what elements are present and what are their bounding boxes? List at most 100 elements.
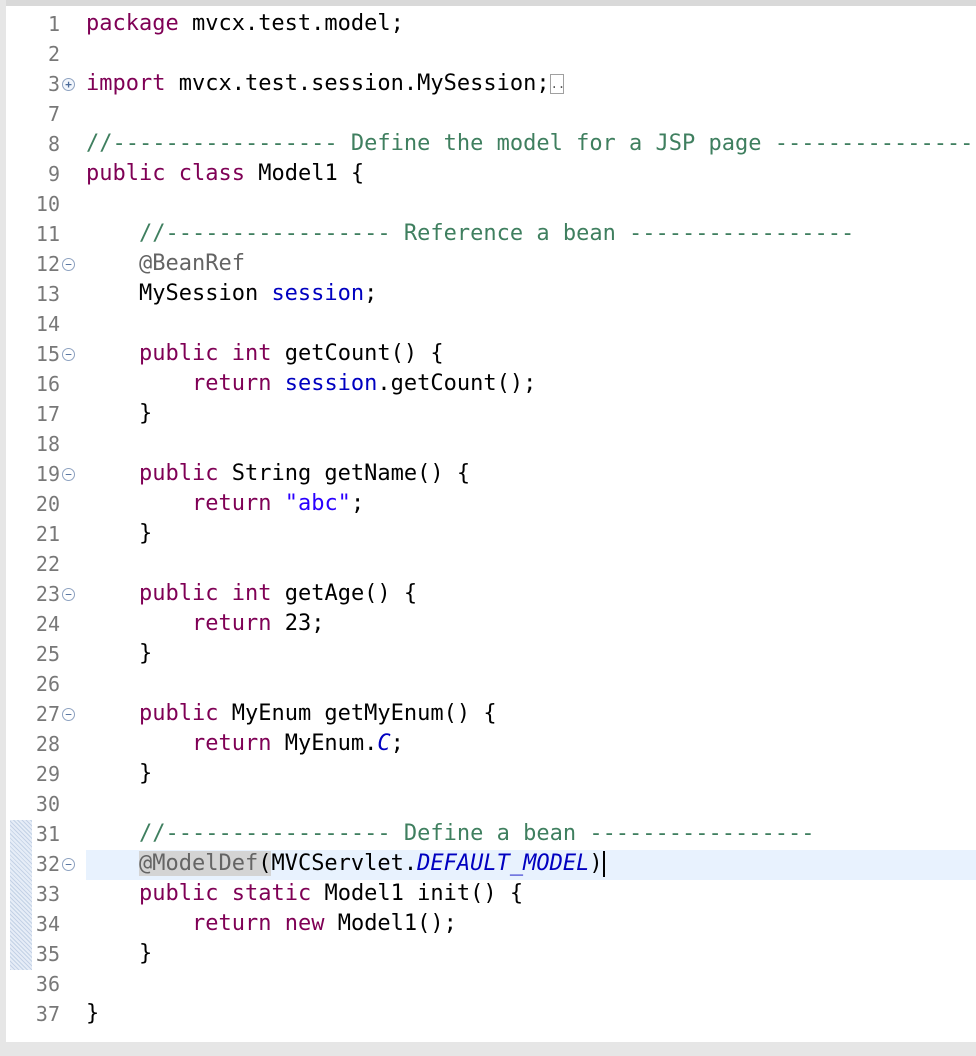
code-line[interactable]: 21 } xyxy=(0,519,976,549)
code-line[interactable]: 34 return new Model1(); xyxy=(0,909,976,939)
collapse-fold-icon[interactable]: − xyxy=(62,588,75,601)
line-number: 32 xyxy=(35,852,60,876)
code-token: public xyxy=(138,341,219,366)
collapse-fold-icon[interactable]: − xyxy=(62,858,75,871)
line-number: 36 xyxy=(35,972,60,996)
code-token: } xyxy=(86,521,153,546)
code-text[interactable]: } xyxy=(86,759,152,789)
folded-imports-marker[interactable]: .. xyxy=(549,74,565,94)
code-text[interactable]: return MyEnum.C; xyxy=(86,729,404,759)
code-text[interactable]: return "abc"; xyxy=(86,489,364,519)
code-line[interactable]: 10 xyxy=(0,189,976,219)
code-line[interactable]: 20 return "abc"; xyxy=(0,489,976,519)
code-line[interactable]: 11 //----------------- Reference a bean … xyxy=(0,219,976,249)
code-token: getAge() { xyxy=(271,581,418,606)
code-text[interactable]: } xyxy=(86,399,152,429)
code-text[interactable]: import mvcx.test.session.MySession;.. xyxy=(86,69,565,99)
code-line[interactable]: 16 return session.getCount(); xyxy=(0,369,976,399)
collapse-fold-icon[interactable]: − xyxy=(62,708,75,721)
code-text[interactable]: public MyEnum getMyEnum() { xyxy=(86,699,497,729)
editor-bottom-border xyxy=(0,1042,976,1056)
code-line[interactable]: 24 return 23; xyxy=(0,609,976,639)
code-token xyxy=(86,341,139,366)
code-line[interactable]: 25 } xyxy=(0,639,976,669)
code-token xyxy=(86,491,192,516)
line-number: 14 xyxy=(35,312,60,336)
code-text[interactable]: package mvcx.test.model; xyxy=(86,9,404,39)
change-marker-strip xyxy=(10,820,32,970)
code-text[interactable]: public int getAge() { xyxy=(86,579,417,609)
code-token: } xyxy=(86,1001,100,1026)
line-number: 23 xyxy=(35,582,60,606)
code-token xyxy=(86,581,139,606)
code-text[interactable]: } xyxy=(86,939,152,969)
code-text[interactable]: //----------------- Define a bean ------… xyxy=(86,819,815,849)
code-text[interactable]: } xyxy=(86,519,152,549)
code-line[interactable]: 2 xyxy=(0,39,976,69)
code-line[interactable]: 30 xyxy=(0,789,976,819)
code-token: getCount() { xyxy=(271,341,444,366)
collapse-fold-icon[interactable]: − xyxy=(62,468,75,481)
code-token: public xyxy=(138,701,219,726)
code-line[interactable]: 8//----------------- Define the model fo… xyxy=(0,129,976,159)
editor-top-border xyxy=(0,0,976,6)
line-number: 31 xyxy=(35,822,60,846)
code-line[interactable]: 17 } xyxy=(0,399,976,429)
code-line[interactable]: 13 MySession session; xyxy=(0,279,976,309)
code-line[interactable]: 35 } xyxy=(0,939,976,969)
code-line[interactable]: 1 package mvcx.test.model; xyxy=(0,9,976,39)
code-text[interactable]: public int getCount() { xyxy=(86,339,444,369)
code-line[interactable]: 12− @BeanRef xyxy=(0,249,976,279)
code-text[interactable]: //----------------- Reference a bean ---… xyxy=(86,219,854,249)
line-number: 22 xyxy=(35,552,60,576)
line-number: 17 xyxy=(35,402,60,426)
code-text[interactable]: } xyxy=(86,999,99,1029)
code-token xyxy=(218,881,231,906)
code-line[interactable]: 31 //----------------- Define a bean ---… xyxy=(0,819,976,849)
code-line[interactable]: 23− public int getAge() { xyxy=(0,579,976,609)
code-line[interactable]: 14 xyxy=(0,309,976,339)
collapse-fold-icon[interactable]: − xyxy=(62,348,75,361)
code-text[interactable]: MySession session; xyxy=(86,279,377,309)
code-token: public xyxy=(86,161,166,186)
code-token xyxy=(165,161,178,186)
code-token xyxy=(271,371,284,396)
code-line[interactable]: 22 xyxy=(0,549,976,579)
code-line[interactable]: 29 } xyxy=(0,759,976,789)
code-text[interactable]: return new Model1(); xyxy=(86,909,457,939)
code-text[interactable]: return 23; xyxy=(86,609,324,639)
code-line[interactable]: 26 xyxy=(0,669,976,699)
line-number: 21 xyxy=(35,522,60,546)
code-text[interactable]: public String getName() { xyxy=(86,459,470,489)
code-line[interactable]: 7 xyxy=(0,99,976,129)
code-line[interactable]: 19− public String getName() { xyxy=(0,459,976,489)
code-text[interactable]: @ModelDef(MVCServlet.DEFAULT_MODEL) xyxy=(86,849,605,879)
collapse-fold-icon[interactable]: − xyxy=(62,258,75,271)
line-number: 1 xyxy=(47,12,60,36)
code-line[interactable]: 32− @ModelDef(MVCServlet.DEFAULT_MODEL) xyxy=(0,849,976,879)
code-text[interactable]: @BeanRef xyxy=(86,249,245,279)
code-token: ; xyxy=(390,731,404,756)
code-line[interactable]: 27− public MyEnum getMyEnum() { xyxy=(0,699,976,729)
code-token: @ModelDef xyxy=(138,851,259,876)
code-token xyxy=(86,461,139,486)
code-text[interactable]: public static Model1 init() { xyxy=(86,879,523,909)
code-line[interactable]: 3+import mvcx.test.session.MySession;.. xyxy=(0,69,976,99)
expand-fold-icon[interactable]: + xyxy=(62,78,75,91)
code-line[interactable]: 37} xyxy=(0,999,976,1029)
code-line[interactable]: 18 xyxy=(0,429,976,459)
code-line[interactable]: 36 xyxy=(0,969,976,999)
code-line[interactable]: 15− public int getCount() { xyxy=(0,339,976,369)
code-text[interactable]: //----------------- Define the model for… xyxy=(86,129,976,159)
line-number: 34 xyxy=(35,912,60,936)
code-text[interactable]: } xyxy=(86,639,152,669)
code-token: Model1 init() { xyxy=(311,881,524,906)
code-line[interactable]: 28 return MyEnum.C; xyxy=(0,729,976,759)
code-text[interactable]: return session.getCount(); xyxy=(86,369,536,399)
code-line[interactable]: 33 public static Model1 init() { xyxy=(0,879,976,909)
code-text[interactable]: public class Model1 { xyxy=(86,159,364,189)
code-token: public xyxy=(138,461,219,486)
